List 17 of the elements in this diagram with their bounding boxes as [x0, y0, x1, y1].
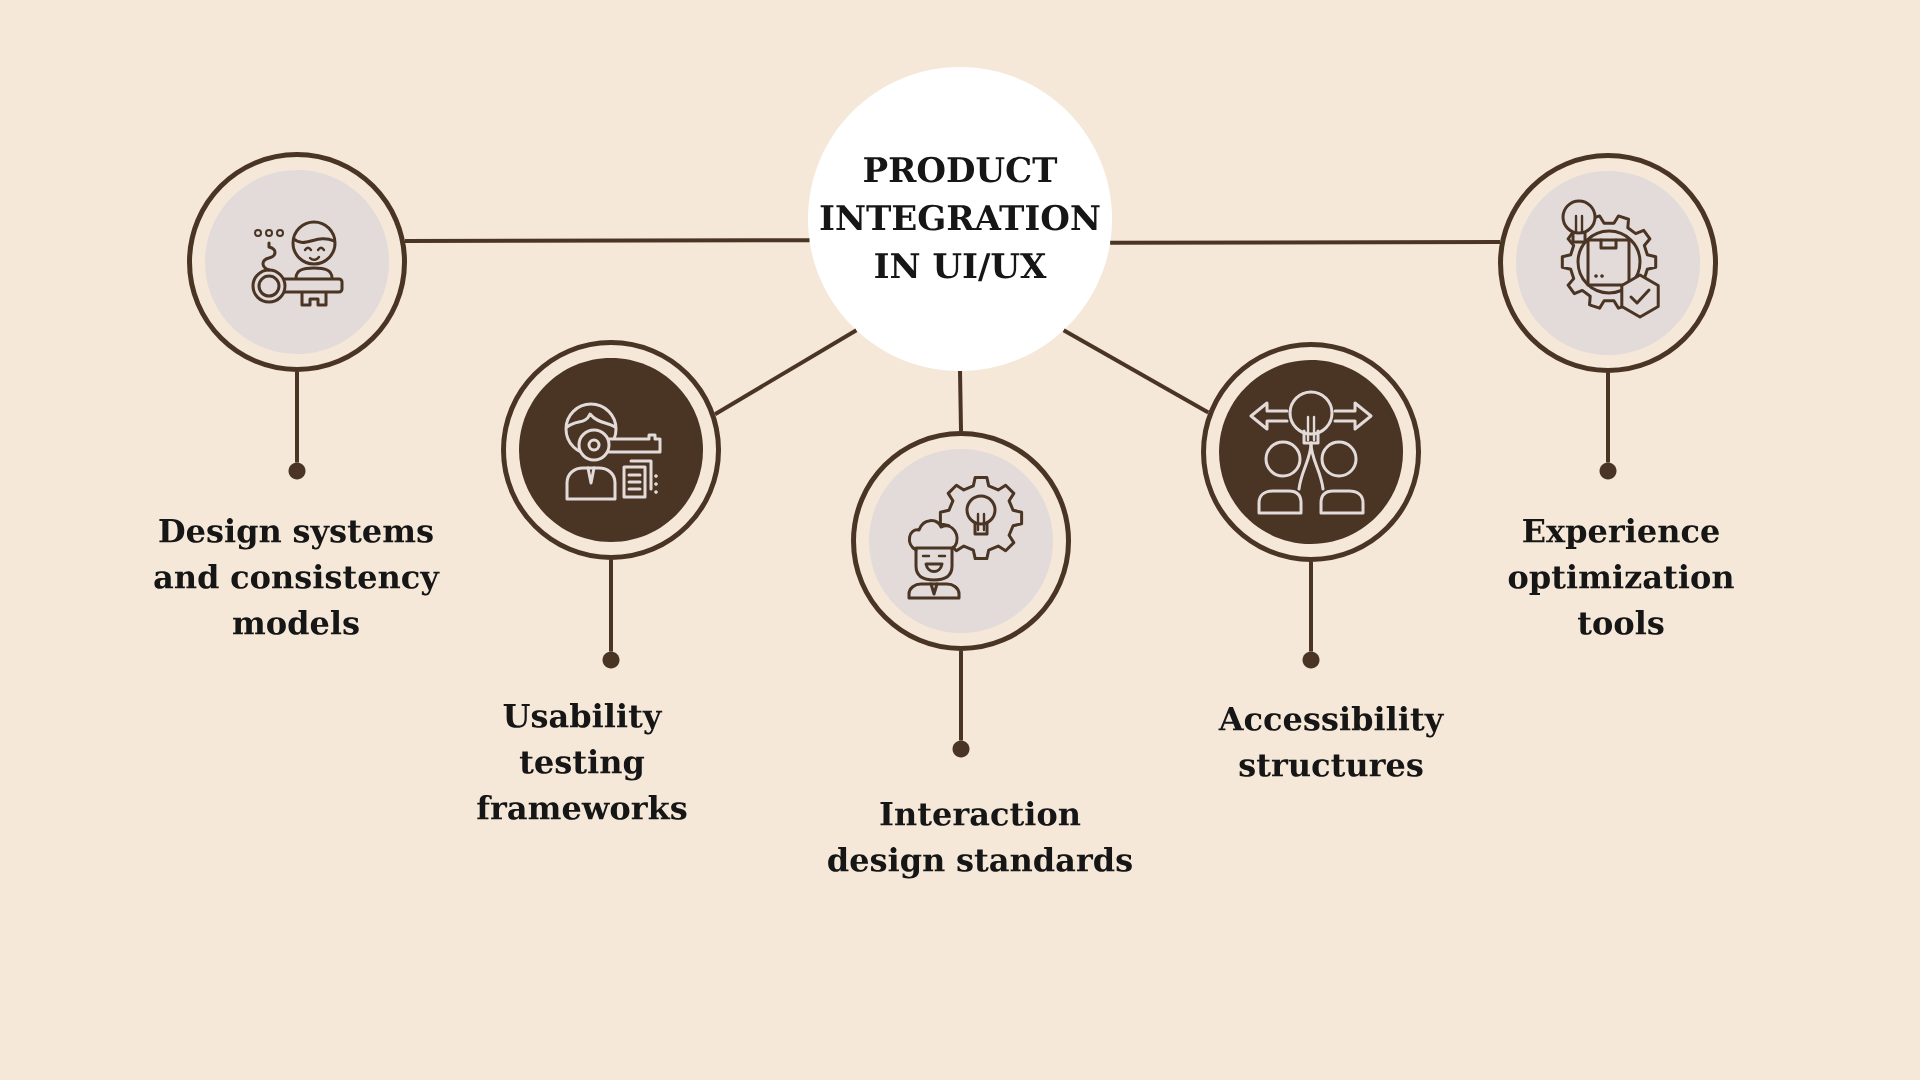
connector-line	[958, 370, 963, 432]
stem-line	[1309, 562, 1313, 652]
stem-line	[959, 651, 963, 741]
connector-line	[714, 328, 858, 416]
connector-line	[1110, 240, 1501, 245]
topic-label: Design systems and consistency models	[154, 518, 440, 635]
icon-circle	[1201, 342, 1421, 562]
stem-line	[609, 560, 613, 652]
topic-label: Experience optimization tools	[1508, 518, 1734, 635]
connector-line	[404, 238, 810, 243]
topic-label: Interaction design standards	[828, 801, 1132, 879]
icon-circle	[187, 152, 407, 372]
stem-line	[1606, 373, 1610, 463]
stem-line	[295, 372, 299, 463]
topic-label: Usability testing frameworks	[477, 703, 687, 820]
connector-line	[1062, 328, 1210, 415]
topic-label: Accessibility structures	[1218, 706, 1445, 777]
